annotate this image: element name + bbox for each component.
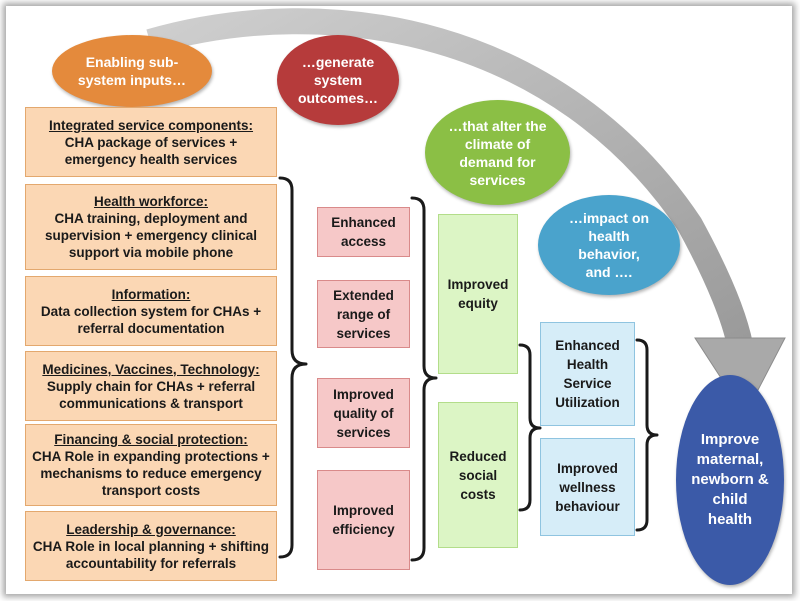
outcome-label: Enhanced access — [331, 215, 396, 249]
stage-oval-outcomes: …generate system outcomes… — [277, 35, 399, 125]
input-body: Supply chain for CHAs + referral communi… — [46, 378, 256, 411]
input-body: CHA Role in local planning + shifting ac… — [32, 538, 270, 571]
outcome-box: Improved efficiency — [317, 470, 410, 570]
brace-demand — [518, 343, 542, 512]
input-body: Data collection system for CHAs + referr… — [40, 303, 262, 336]
stage-label: …that alter the climate of demand for se… — [448, 117, 547, 188]
input-box: Medicines, Vaccines, Technology: Supply … — [25, 351, 277, 421]
stage-oval-goal: Improve maternal, newborn & child health — [676, 375, 784, 585]
outcome-label: Improved efficiency — [332, 503, 395, 537]
stage-label: …impact on health behavior, and …. — [568, 210, 650, 280]
brace-outcomes — [410, 196, 438, 562]
input-title: Integrated service components: — [48, 117, 254, 133]
demand-box: Improved equity — [438, 214, 518, 374]
outcome-label: Improved quality of services — [333, 386, 394, 440]
input-title: Leadership & governance: — [66, 521, 236, 537]
brace-behavior — [635, 338, 659, 532]
stage-oval-behavior: …impact on health behavior, and …. — [538, 195, 680, 295]
brace-inputs — [278, 176, 308, 559]
outcome-box: Improved quality of services — [317, 378, 410, 448]
input-body: CHA training, deployment and supervision… — [45, 211, 257, 260]
input-body: CHA Role in expanding protections + mech… — [32, 449, 270, 498]
input-box: Integrated service components: CHA packa… — [25, 107, 277, 177]
input-box: Health workforce: CHA training, deployme… — [25, 184, 277, 270]
input-title: Financing & social protection: — [54, 432, 248, 447]
outcome-box: Enhanced access — [317, 207, 410, 257]
outcome-box: Extended range of services — [317, 280, 410, 348]
demand-label: Reduced social costs — [449, 448, 507, 502]
behavior-box: Improved wellness behaviour — [540, 438, 635, 536]
demand-label: Improved equity — [447, 277, 509, 311]
stage-label: Improve maternal, newborn & child health — [691, 431, 769, 528]
behavior-box: Enhanced Health Service Utilization — [540, 322, 635, 426]
input-box: Leadership & governance: CHA Role in loc… — [25, 511, 277, 581]
input-title: Information: — [111, 286, 191, 302]
demand-box: Reduced social costs — [438, 402, 518, 548]
behavior-label: Enhanced Health Service Utilization — [555, 338, 620, 410]
input-title: Medicines, Vaccines, Technology: — [42, 361, 260, 377]
stage-label: …generate system outcomes… — [297, 54, 379, 106]
input-box: Information: Data collection system for … — [25, 276, 277, 346]
outcome-label: Extended range of services — [333, 287, 394, 341]
input-title: Health workforce: — [93, 194, 209, 209]
input-box: Financing & social protection: CHA Role … — [25, 424, 277, 506]
behavior-label: Improved wellness behaviour — [555, 460, 620, 514]
stage-label: Enabling sub-system inputs… — [77, 54, 187, 88]
stage-oval-inputs: Enabling sub-system inputs… — [52, 35, 212, 107]
stage-oval-demand: …that alter the climate of demand for se… — [425, 100, 570, 205]
input-body: CHA package of services + emergency heal… — [64, 134, 238, 167]
